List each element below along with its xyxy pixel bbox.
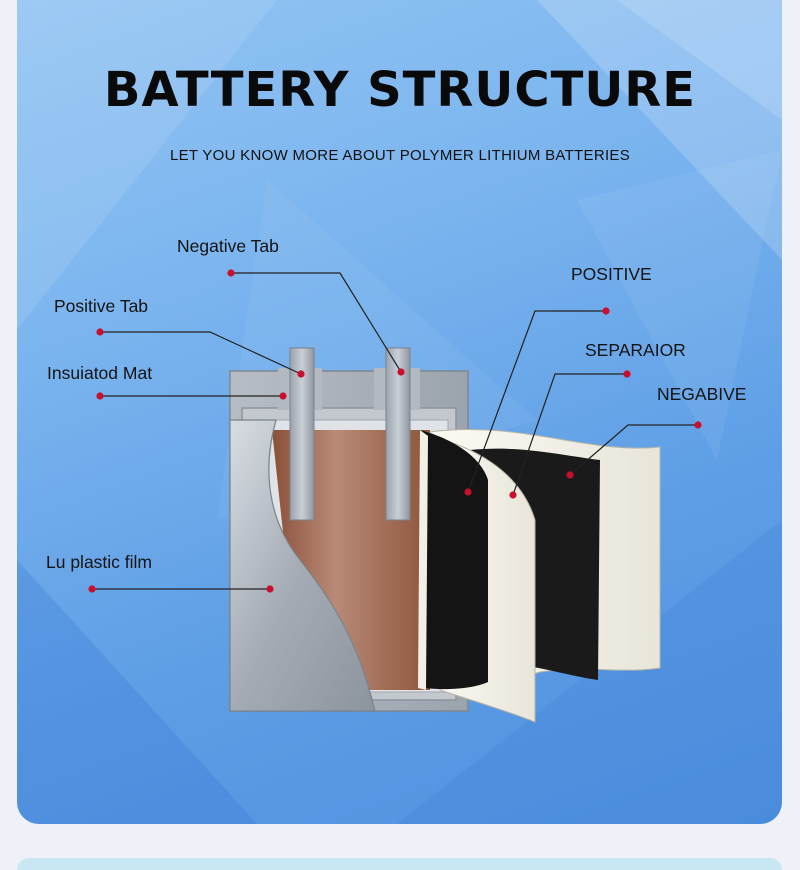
callout-dot-plastic-film-target: [266, 585, 274, 593]
callout-dot-positive-target: [464, 488, 472, 496]
hero-panel: [17, 0, 782, 824]
label-separator: SEPARAIOR: [585, 340, 686, 360]
negative-tab: [374, 347, 420, 521]
callout-dot-separator: [623, 370, 631, 378]
callout-dot-separator-target: [509, 491, 517, 499]
callout-dot-positive: [602, 307, 610, 315]
page-title: BATTERY STRUCTURE: [103, 62, 697, 118]
callout-line-positive: [467, 310, 606, 493]
callout-line-separator: [512, 373, 627, 496]
callout-dot-negative: [694, 421, 702, 429]
callout-dot-plastic-film: [88, 585, 96, 593]
page-subtitle: LET YOU KNOW MORE ABOUT POLYMER LITHIUM …: [169, 147, 631, 164]
callout-dot-negative-tab: [227, 269, 235, 277]
plastic-film: [229, 419, 376, 712]
label-plastic-film: Lu plastic film: [46, 552, 153, 572]
callout-dot-insulated-mat-target: [279, 392, 287, 400]
positive-sheet: [420, 430, 488, 690]
callout-dot-insulated-mat: [96, 392, 104, 400]
callout-dot-positive-tab: [96, 328, 104, 336]
callout-dot-negative-tab-target: [397, 368, 405, 376]
callout-dot-positive-tab-target: [297, 370, 305, 378]
callout-line-positive-tab: [100, 331, 302, 375]
callout-line-negative-tab: [231, 272, 402, 373]
callout-dot-negative-target: [566, 471, 574, 479]
label-insulated-mat: Insuiatod Mat: [47, 363, 153, 383]
label-positive: POSITIVE: [571, 264, 652, 284]
callout-line-negative: [569, 424, 698, 476]
label-negative: NEGABIVE: [657, 384, 747, 404]
label-negative-tab: Negative Tab: [177, 236, 279, 256]
label-positive-tab: Positive Tab: [54, 296, 149, 316]
